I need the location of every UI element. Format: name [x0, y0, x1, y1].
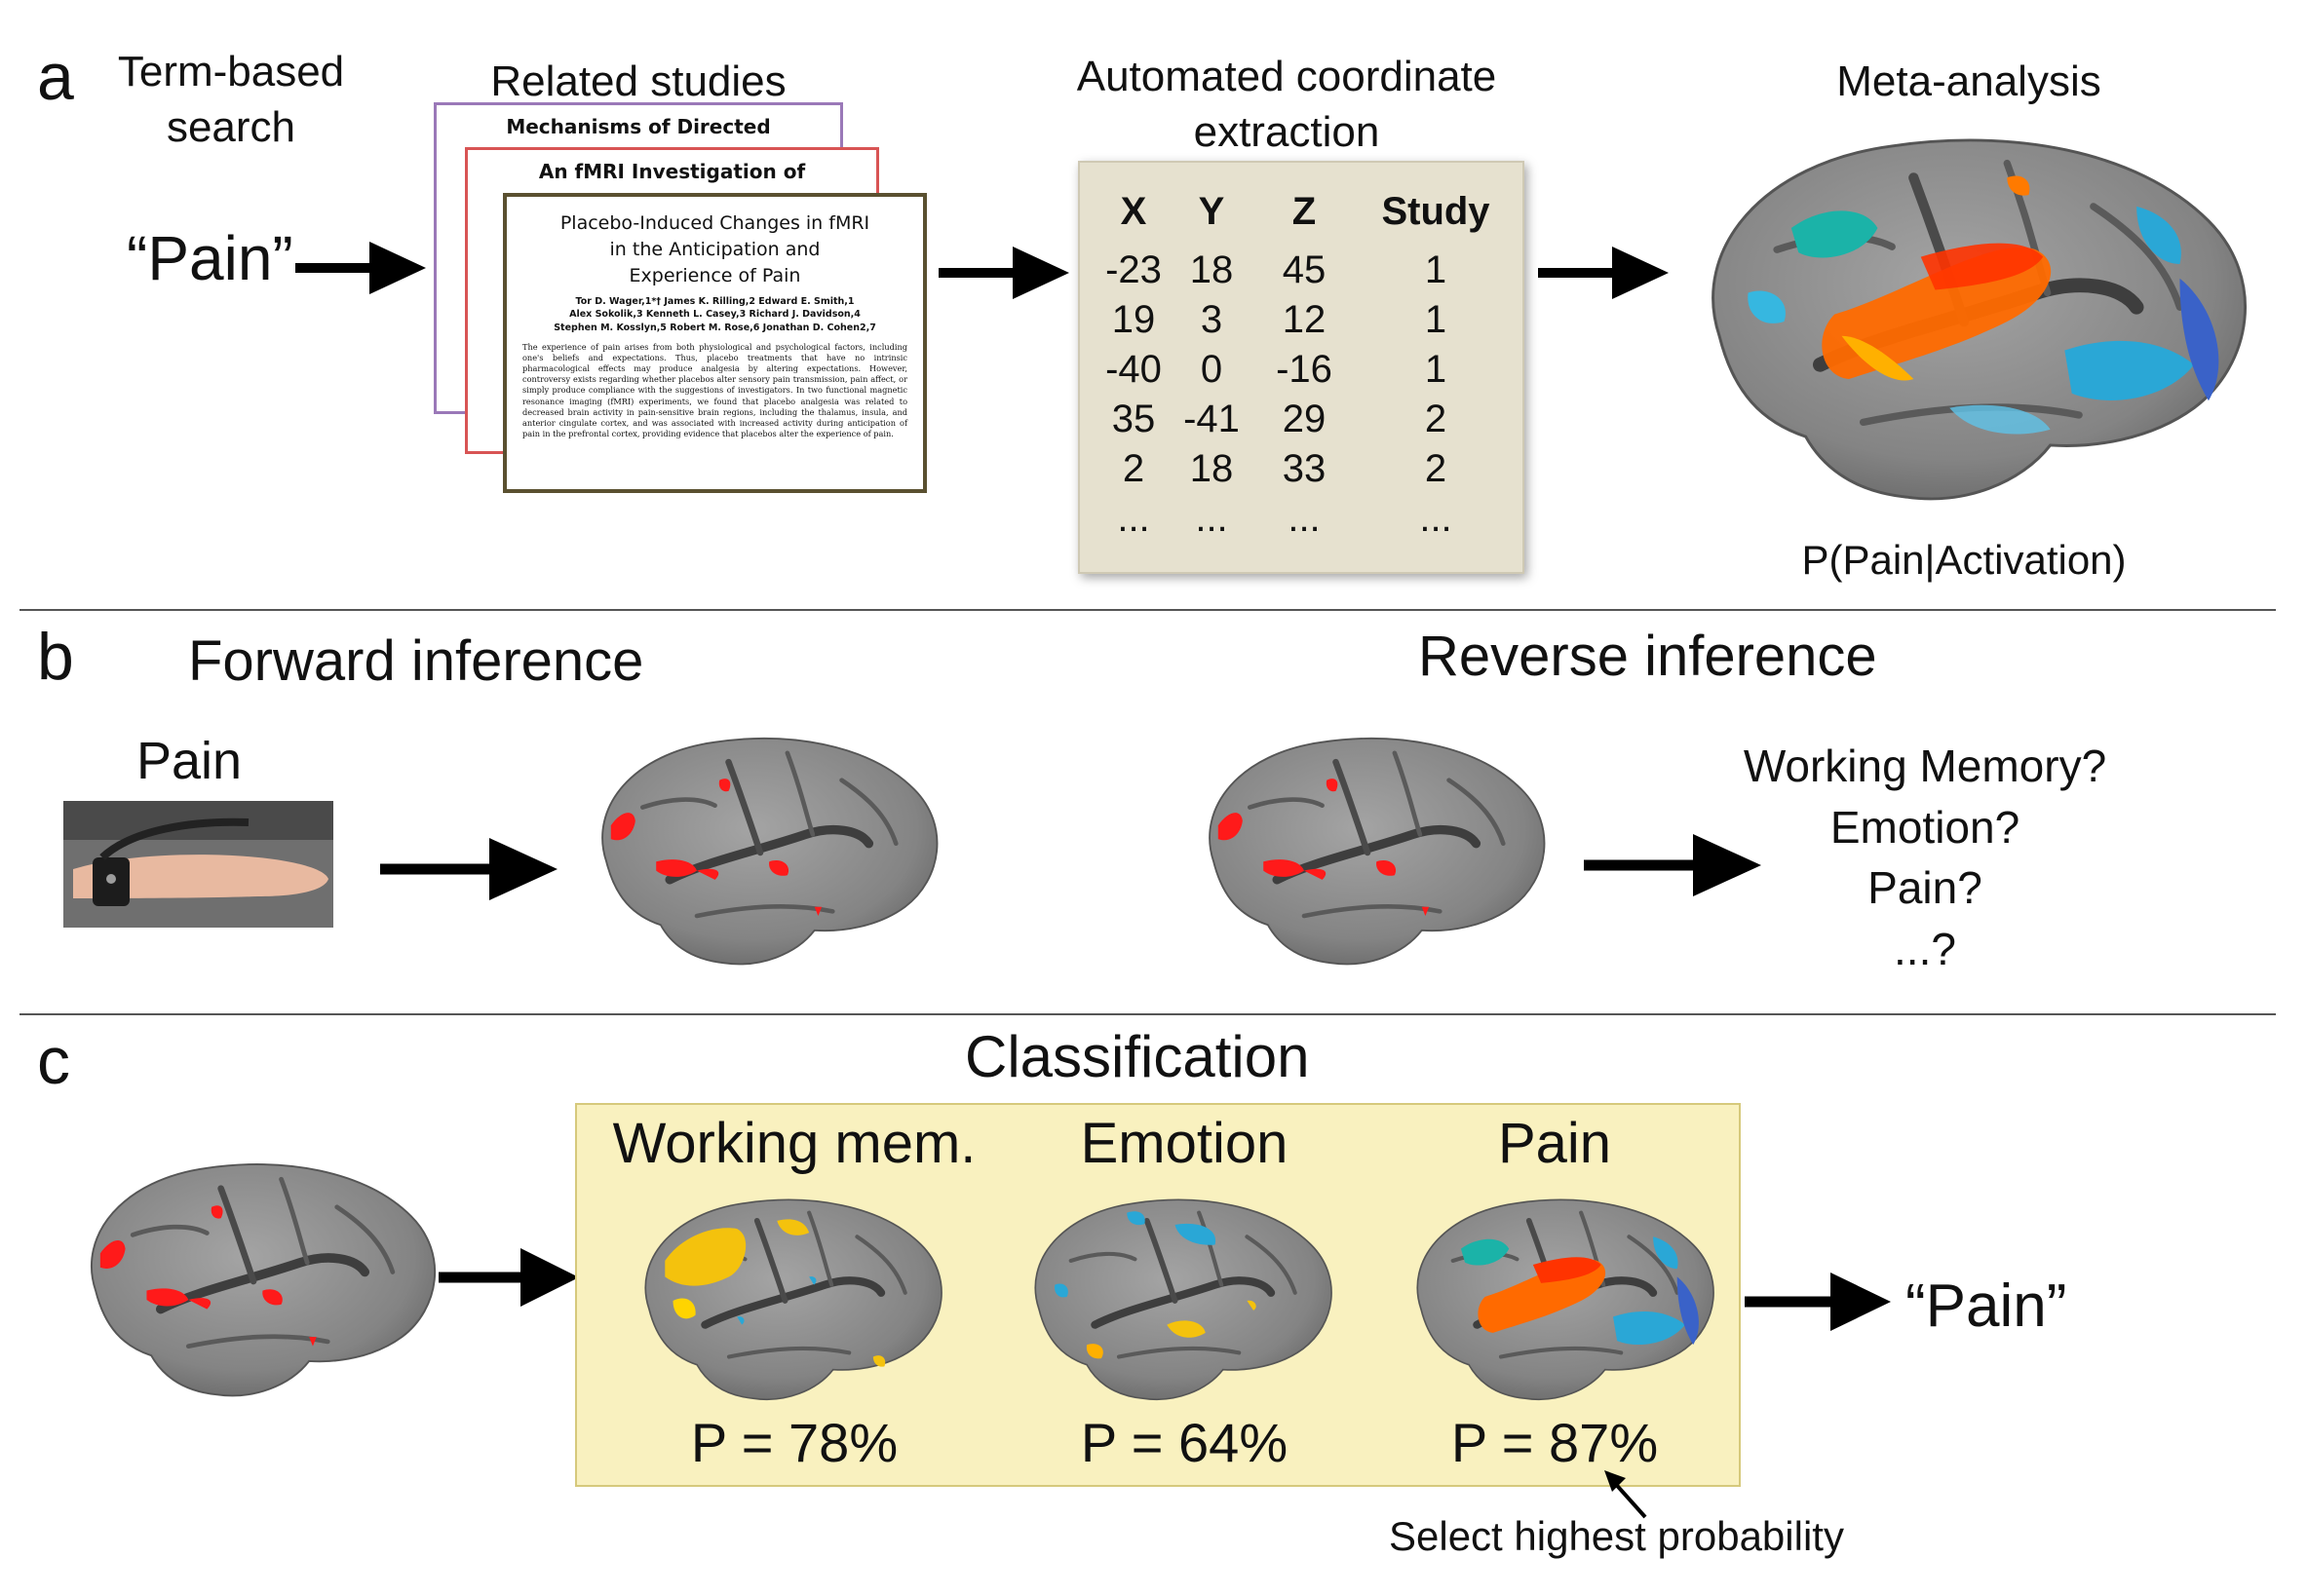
class-label: Pain	[1497, 1112, 1612, 1175]
input-brain-image	[58, 1145, 448, 1418]
coordinate-header: Study	[1381, 190, 1490, 233]
reverse-inference-label: Reverse inference	[1418, 625, 1877, 688]
arrow-brain-to-hypotheses	[1584, 834, 1761, 896]
coordinate-cell: -23	[1105, 248, 1162, 291]
arrow-search-to-studies	[295, 242, 426, 294]
search-label-line1: Term-based	[117, 48, 345, 95]
coordinate-header: Y	[1198, 190, 1225, 233]
coordinate-cell: 0	[1200, 348, 1223, 391]
classification-result: “Pain”	[1905, 1273, 2067, 1340]
working-memory-brain-image	[617, 1184, 953, 1418]
coordinate-cell: 18	[1189, 447, 1234, 490]
search-term: “Pain”	[127, 223, 293, 293]
classification-title: Classification	[965, 1024, 1310, 1089]
coordinate-cell: -41	[1183, 398, 1240, 440]
coordinate-cell: 35	[1111, 398, 1156, 440]
coordinate-cell: 33	[1282, 447, 1327, 490]
selection-note: Select highest probability	[1389, 1513, 1844, 1559]
coordinate-cell: -40	[1105, 348, 1162, 391]
paper-authors-2: Alex Sokolik,3 Kenneth L. Casey,3 Richar…	[569, 309, 861, 321]
extraction-label-line1: Automated coordinate	[1076, 53, 1497, 100]
panel-b-letter: b	[37, 620, 74, 694]
panel-c-letter: c	[37, 1024, 70, 1098]
coordinate-cell: ...	[1117, 497, 1150, 540]
arrow-stimulus-to-brain	[380, 838, 558, 900]
coordinate-cell: 1	[1424, 348, 1447, 391]
arrow-classifiers-to-result	[1745, 1273, 1891, 1331]
arrow-extraction-to-meta	[1538, 247, 1669, 299]
coordinate-table: X Y Z Study -23 18 45 1 19 3 12 1 -40 0 -16 1 35 -41 29 2 2 1…	[1078, 161, 1524, 574]
class-probability: P = 78%	[690, 1412, 899, 1473]
paper-front-title-1: Placebo-Induced Changes in fMRI	[559, 212, 870, 234]
stimulus-label: Pain	[136, 732, 243, 790]
paper-front-title-3: Experience of Pain	[629, 264, 801, 286]
paper-middle-title: An fMRI Investigation of	[538, 160, 806, 183]
emotion-brain-image	[1007, 1184, 1343, 1418]
coordinate-cell: ...	[1419, 497, 1452, 540]
reverse-brain-image	[1177, 721, 1558, 984]
coordinate-cell: 29	[1282, 398, 1327, 440]
reverse-option: Working Memory?	[1743, 741, 2107, 791]
forward-brain-image	[570, 721, 950, 984]
forward-inference-label: Forward inference	[188, 629, 644, 693]
coordinate-cell: ...	[1195, 497, 1228, 540]
extraction-label-line2: extraction	[1193, 108, 1380, 157]
pain-stimulus-photo	[63, 801, 333, 928]
panel-a-letter: a	[37, 40, 74, 114]
paper-front: Placebo-Induced Changes in fMRI in the A…	[503, 193, 927, 493]
coordinate-cell: 2	[1424, 447, 1447, 490]
class-label: Emotion	[1080, 1112, 1289, 1175]
paper-authors-3: Stephen M. Kosslyn,5 Robert M. Rose,6 Jo…	[554, 322, 876, 333]
arrow-studies-to-extraction	[939, 247, 1069, 299]
coordinate-cell: -16	[1276, 348, 1332, 391]
coordinate-cell: 2	[1424, 398, 1447, 440]
coordinate-cell: 2	[1122, 447, 1145, 490]
reverse-option: Pain?	[1867, 862, 1982, 914]
meta-caption: P(Pain|Activation)	[1801, 537, 2127, 583]
arrow-input-to-classifiers	[439, 1248, 579, 1307]
related-studies-label: Related studies	[490, 57, 787, 105]
paper-abstract: The experience of pain arises from both …	[522, 341, 907, 439]
meta-analysis-brain-image	[1662, 112, 2266, 531]
reverse-options-list: Working Memory? Emotion? Pain? ...?	[1715, 736, 2135, 979]
coordinate-cell: 12	[1282, 298, 1327, 341]
reverse-option: Emotion?	[1829, 801, 2020, 853]
coordinate-cell: 1	[1424, 298, 1447, 341]
paper-front-title-2: in the Anticipation and	[609, 238, 821, 260]
coordinate-header: X	[1120, 190, 1147, 233]
paper-authors-1: Tor D. Wager,1*† James K. Rilling,2 Edwa…	[575, 295, 855, 307]
coordinate-cell: 45	[1282, 248, 1327, 291]
coordinate-cell: 1	[1424, 248, 1447, 291]
divider-b-c	[19, 1013, 2276, 1015]
pointer-arrow	[1604, 1470, 1647, 1519]
pain-brain-image	[1389, 1184, 1725, 1418]
class-probability: P = 64%	[1080, 1412, 1289, 1473]
search-label-line2: search	[166, 103, 296, 152]
coordinate-cell: 19	[1111, 298, 1156, 341]
paper-back-title: Mechanisms of Directed	[506, 115, 771, 138]
extraction-label: Automated coordinate extraction	[1043, 49, 1530, 160]
class-label: Working mem.	[612, 1112, 977, 1175]
coordinate-cell: ...	[1288, 497, 1321, 540]
class-probability: P = 87%	[1450, 1412, 1659, 1473]
coordinate-cell: 18	[1189, 248, 1234, 291]
reverse-option: ...?	[1894, 923, 1956, 974]
meta-analysis-label: Meta-analysis	[1836, 57, 2101, 105]
coordinate-cell: 3	[1200, 298, 1223, 341]
coordinate-header: Z	[1291, 190, 1317, 233]
search-label: Term-based search	[109, 44, 353, 155]
divider-a-b	[19, 609, 2276, 611]
